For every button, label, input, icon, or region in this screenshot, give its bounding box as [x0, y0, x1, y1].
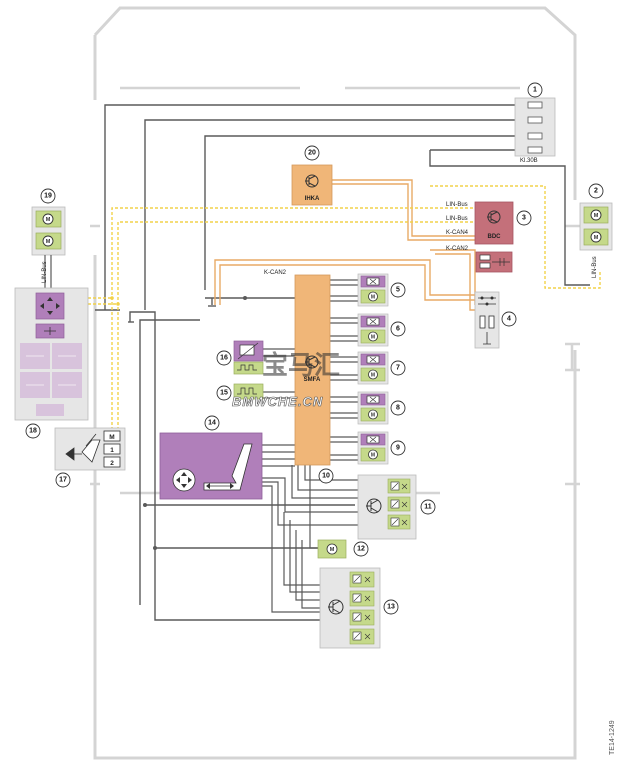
figure-id: TE14-1249 [609, 720, 616, 755]
ground-symbols [128, 305, 216, 323]
memory-switch: M 1 2 [54, 427, 126, 471]
lin-bus-dots [110, 296, 120, 306]
callout-18: 18 [29, 428, 37, 435]
car-outline [93, 6, 577, 760]
k-can4-label: K-CAN4 [446, 230, 469, 236]
callout-13: 13 [387, 604, 395, 611]
callout-19: 19 [44, 193, 52, 200]
transistor-icon [366, 498, 382, 514]
svg-text:M: M [46, 239, 51, 245]
callout-12: 12 [357, 546, 365, 553]
right-seat-motors: M M [579, 202, 613, 251]
output-module-11 [357, 474, 417, 540]
k-can2-label-left: K-CAN2 [264, 270, 287, 276]
callout-10: 10 [322, 473, 330, 480]
ihka-control-unit: IHKA [291, 164, 333, 206]
ihka-label: IHKA [305, 196, 320, 202]
memory-button-1: 1 [110, 447, 114, 454]
seat-control-panel [14, 287, 89, 421]
lin-bus-label-2: LIN-Bus [446, 216, 468, 222]
callout-8: 8 [396, 405, 400, 412]
callout-3: 3 [522, 215, 526, 222]
bdc-label: BDC [488, 234, 502, 240]
lin-bus-label-1: LIN-Bus [446, 202, 468, 208]
kl30b-label: Kl.30B [520, 158, 538, 164]
motor-icon [590, 209, 602, 243]
sensor-16 [233, 340, 264, 375]
svg-text:M: M [594, 213, 599, 219]
output-wires [262, 465, 360, 613]
callout-17: 17 [59, 477, 67, 484]
car-interior-marks [90, 86, 580, 495]
left-seat-motors: M M [31, 206, 66, 288]
distribution-block [474, 291, 500, 349]
k-can-bus [214, 179, 476, 311]
seat-adjustment-switch [159, 432, 263, 500]
callout-7: 7 [396, 365, 400, 372]
junction-dots [143, 296, 247, 550]
motor-12: M [317, 539, 347, 559]
lin-bus-label-right: LIN-Bus [592, 256, 598, 278]
svg-text:M: M [371, 295, 375, 301]
actuator-pairs: M M M M M [357, 273, 389, 465]
svg-text:M: M [371, 373, 375, 379]
callout-16: 16 [220, 355, 228, 362]
callouts [25, 82, 604, 615]
fuse-carrier [514, 97, 556, 157]
svg-text:M: M [371, 413, 375, 419]
motor-icon [42, 213, 54, 247]
callout-4: 4 [507, 316, 511, 323]
memory-button-2: 2 [110, 460, 114, 467]
transistor-icon [328, 599, 344, 615]
transistor-icon [305, 174, 319, 188]
callout-1: 1 [533, 87, 537, 94]
callout-5: 5 [396, 287, 400, 294]
svg-text:M: M [371, 335, 375, 341]
callout-11: 11 [424, 504, 432, 511]
callout-6: 6 [396, 326, 400, 333]
sensor-15 [233, 383, 264, 400]
smfa-actuator-wires [262, 279, 358, 467]
transistor-icon [305, 355, 319, 369]
watermark-url: BMWCHE.CN [232, 394, 323, 409]
transistor-icon [487, 210, 501, 224]
callout-numbers: 1 2 3 4 5 6 7 8 9 10 11 12 13 14 15 16 1… [29, 87, 598, 611]
watermark-chinese: 宝马汇 [262, 350, 340, 380]
k-can2-label-right: K-CAN2 [446, 246, 469, 252]
lin-bus [88, 185, 601, 430]
svg-text:M: M [594, 235, 599, 241]
callout-14: 14 [208, 420, 216, 427]
callout-20: 20 [308, 150, 316, 157]
bdc-relay [475, 251, 513, 273]
fuse-icon [527, 101, 543, 154]
callout-2: 2 [594, 188, 598, 195]
svg-text:M: M [330, 547, 335, 553]
motor-icon [368, 291, 378, 460]
svg-text:M: M [46, 217, 51, 223]
callout-15: 15 [220, 390, 228, 397]
supply-wires [95, 104, 590, 621]
bdc-control-unit: BDC [474, 201, 514, 245]
smfa-control-unit: SMFA [294, 274, 331, 466]
output-module-13 [319, 567, 381, 649]
memory-button-m: M [109, 434, 114, 441]
motor-icon [326, 543, 338, 555]
callout-9: 9 [396, 445, 400, 452]
smfa-label: SMFA [304, 377, 321, 383]
svg-text:M: M [371, 453, 375, 459]
